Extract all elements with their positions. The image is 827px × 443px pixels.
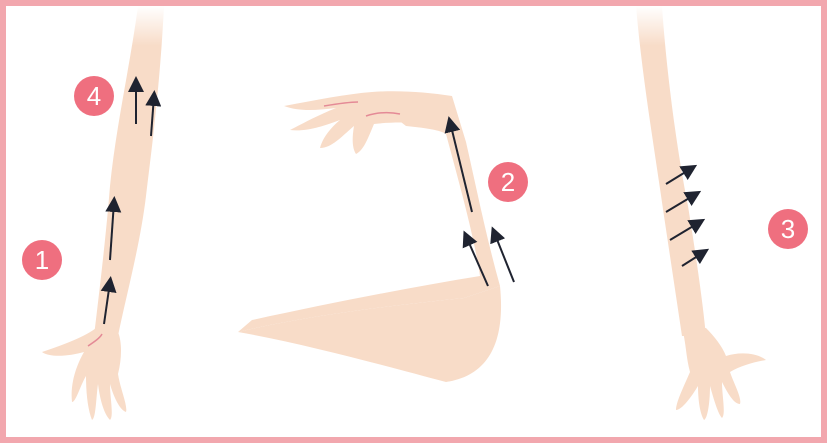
step-badge-3: 3 — [768, 209, 808, 249]
arm-illustrations — [6, 6, 821, 437]
step-badge-4: 4 — [74, 76, 114, 116]
step-badge-1: 1 — [22, 240, 62, 280]
arm-left — [42, 6, 164, 420]
up-arrow-icon — [494, 232, 514, 282]
step-badge-2: 2 — [488, 162, 528, 202]
arm-right — [636, 6, 766, 420]
arm-middle — [238, 91, 501, 382]
